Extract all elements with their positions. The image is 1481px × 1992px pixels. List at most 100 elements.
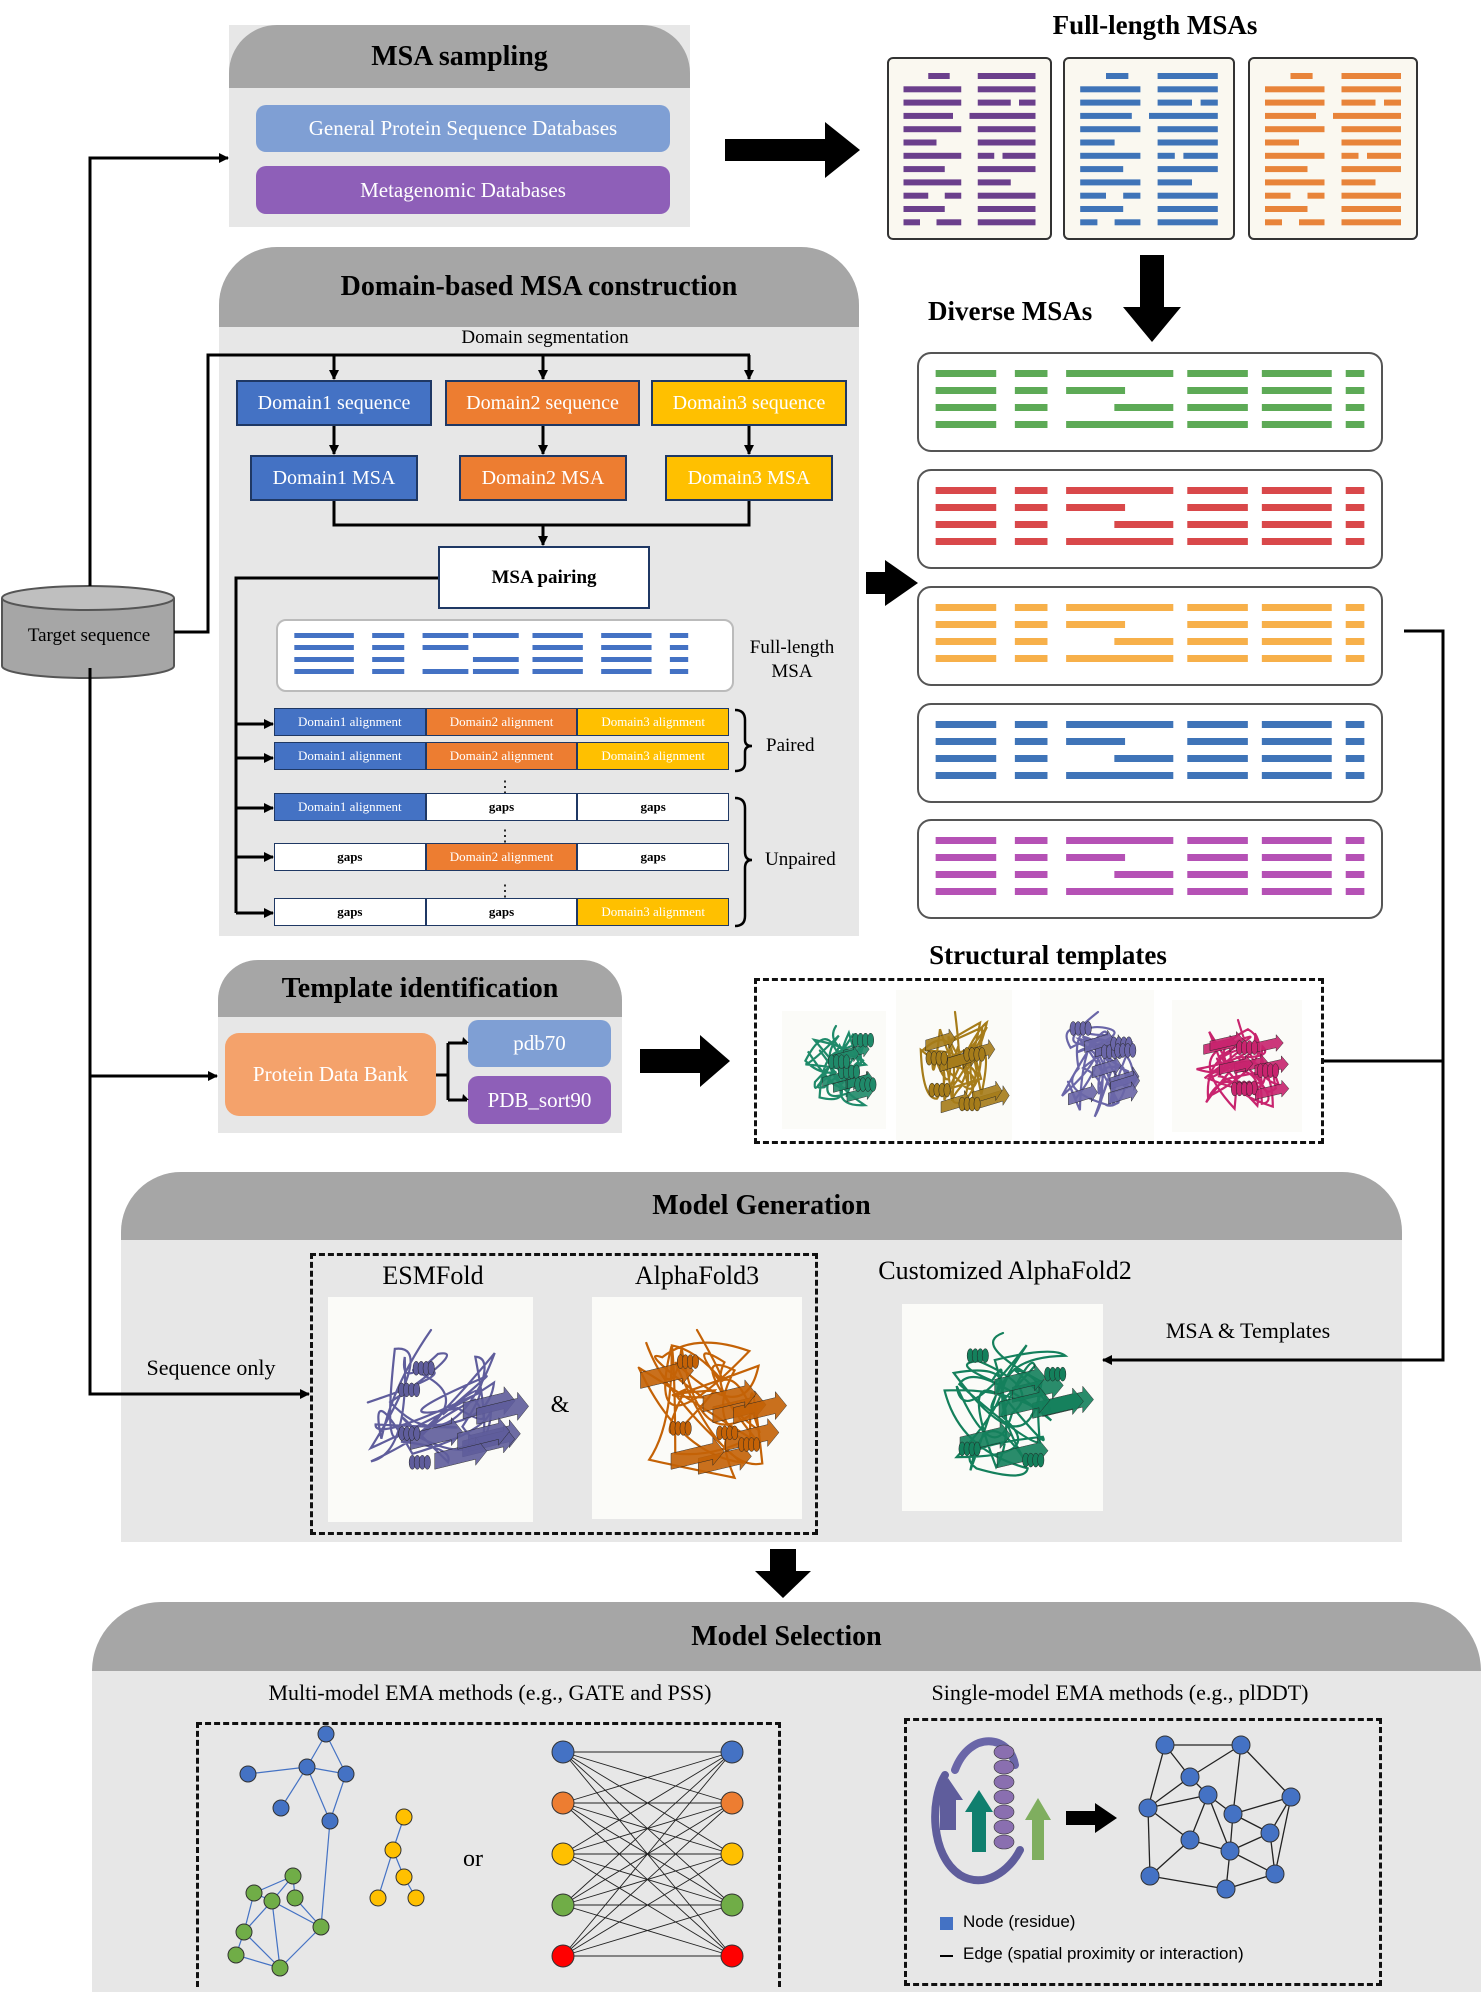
msa-dash (601, 669, 652, 674)
msa-dash (1187, 421, 1248, 428)
graph-node-left (551, 1740, 575, 1764)
msa-dash (1014, 421, 1048, 428)
msa-dash (1187, 487, 1248, 494)
block-arrows (640, 122, 1181, 1833)
structure-strand (410, 1416, 463, 1450)
graph-node-blue (239, 1765, 257, 1783)
msa-dash (935, 487, 997, 494)
structure-helix (1037, 1452, 1045, 1468)
diverse-msa-blue (917, 703, 1383, 803)
structure-strand (476, 1391, 529, 1425)
msa-dash (977, 139, 1036, 146)
ellipsis-3: ⋮ (497, 883, 513, 900)
msa-dash (1345, 604, 1365, 611)
msa-dash (1341, 179, 1376, 186)
alignment-cell: Domain2 alignment (425, 742, 578, 770)
diverse-msa-red (917, 469, 1383, 569)
msa-dash (1261, 370, 1332, 377)
msa-dash (1367, 152, 1401, 159)
msa-dash (1261, 521, 1332, 528)
msa-dash (1157, 166, 1218, 173)
msa-dash (372, 633, 405, 638)
residue-node (1138, 1798, 1158, 1818)
graph-node-blue (321, 1812, 339, 1830)
graph-node-green (227, 1946, 245, 1964)
msa-dash (1066, 888, 1174, 895)
msa-dash (1261, 538, 1332, 545)
domain1-sequence-box: Domain1 sequence (236, 380, 432, 426)
msa-dash (1080, 219, 1098, 226)
msa-dash (1014, 837, 1048, 844)
pdb70-box: pdb70 (468, 1020, 611, 1067)
msa-dash (1345, 888, 1365, 895)
msa-dash (1157, 179, 1192, 186)
msa-dash (1019, 99, 1036, 106)
paired-label: Paired (766, 735, 815, 756)
msa-marks (294, 73, 1401, 895)
structure-helix (993, 1804, 1015, 1820)
msa-dash (1066, 604, 1174, 611)
msa-dash (669, 657, 689, 662)
msa-dash (935, 888, 997, 895)
msa-dash (1341, 126, 1401, 133)
or-label: or (463, 1846, 483, 1872)
msa-dash (1114, 638, 1174, 645)
msa-dash (1333, 112, 1401, 119)
msa-dash (1014, 888, 1048, 895)
msa-dash (1014, 655, 1048, 662)
template-ribbon-magenta (1196, 1018, 1290, 1112)
graph-node-yellow (395, 1808, 413, 1826)
model-selection-title: Model Selection (92, 1602, 1481, 1671)
diverse-msas-title: Diverse MSAs (928, 296, 1093, 326)
diverse-to-model-line (1102, 629, 1445, 1365)
msa-dash (1066, 487, 1174, 494)
msa-dash (1002, 152, 1036, 159)
ellipsis-2: ⋮ (497, 828, 513, 845)
msa-dash (1261, 504, 1332, 511)
graph-edge (279, 1926, 322, 1969)
msa-dash (1261, 871, 1332, 878)
residue-node (1265, 1864, 1285, 1884)
msa-dash (294, 657, 354, 662)
structural-templates-box (754, 978, 1324, 1144)
structure-helix (413, 1426, 421, 1441)
msa-dash (935, 370, 997, 377)
residue-node (1220, 1841, 1240, 1861)
msa-dash (1261, 854, 1332, 861)
msa-dash (1341, 86, 1401, 93)
msa-dash (1123, 192, 1141, 199)
graph-node-green (263, 1892, 281, 1910)
full-length-msa-label: Full-length MSA (749, 637, 835, 682)
msa-dash (422, 669, 469, 674)
msa-dash (532, 657, 583, 662)
msa-dash (935, 721, 997, 728)
msa-dash (1290, 73, 1313, 79)
structure-helix (1129, 1043, 1137, 1058)
msa-dash (1341, 192, 1401, 199)
msa-dash (532, 645, 583, 650)
structure-helix (973, 1441, 981, 1457)
structure-helix (1251, 1040, 1258, 1055)
msa-dash (903, 206, 945, 212)
msa-dash (935, 504, 997, 511)
msa-dash (935, 404, 997, 411)
msa-dash (1187, 755, 1248, 762)
alignment-row-paired-1: Domain1 alignment Domain2 alignment Doma… (274, 708, 730, 736)
structure-helix (853, 1064, 860, 1080)
residue-node (1260, 1823, 1280, 1843)
alignment-cell: Domain2 alignment (425, 708, 578, 736)
graph-edge (1147, 1744, 1166, 1809)
msa-dash (1345, 538, 1365, 545)
structure-helix (1246, 1081, 1253, 1097)
msa-dash (935, 421, 997, 428)
structure-helix (940, 1050, 948, 1066)
structure-helix (867, 1032, 874, 1048)
graph-node-right (720, 1842, 744, 1866)
msa-dash (977, 219, 1036, 226)
msa-dash (601, 633, 652, 638)
msa-dash (1345, 387, 1365, 394)
msa-dash (1187, 370, 1248, 377)
graph-node-green (271, 1959, 289, 1977)
structure-marks (366, 1010, 1290, 1480)
msa-dash (935, 387, 997, 394)
